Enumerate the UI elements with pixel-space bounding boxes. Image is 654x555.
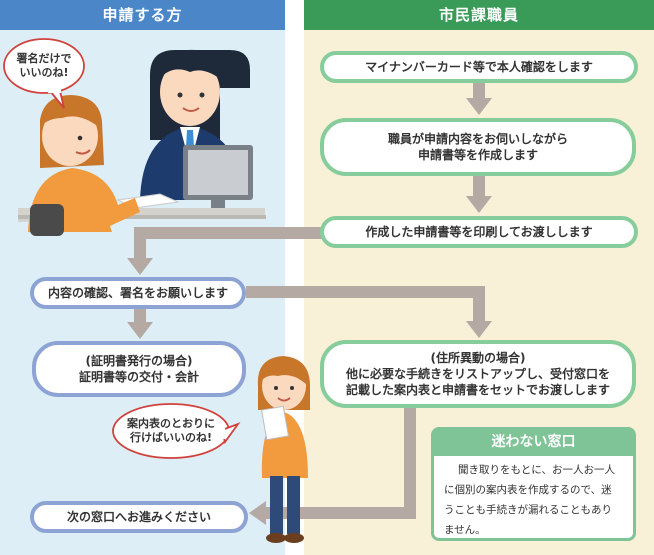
arrow-identity-to-form — [473, 82, 485, 98]
guide-paper — [260, 405, 290, 441]
speech-bubble-sign-only-text: 署名だけで いいのね! — [16, 52, 72, 80]
arrow-form-to-print — [473, 176, 485, 196]
info-card-title: 迷わない窓口 — [434, 430, 633, 456]
arrow-print-to-confirm — [134, 227, 322, 239]
applicant-column-header: 申請する方 — [0, 0, 285, 30]
chair — [30, 204, 64, 236]
step-create-form: 職員が申請内容をお伺いしながら 申請書等を作成します — [320, 118, 636, 176]
arrow-confirm-to-move — [246, 286, 479, 298]
flow-arrows — [127, 82, 492, 525]
speech-bubble-follow-guide-text: 案内表のとおりに 行けばいいのね! — [127, 417, 215, 445]
staff-column-header: 市民課職員 — [304, 0, 654, 30]
desk-scene-illustration — [18, 49, 266, 236]
step-next-window: 次の窓口へお進みください — [30, 501, 248, 533]
applicant-face — [42, 106, 98, 166]
step-certificate-case: (証明書発行の場合) 証明書等の交付・会計 — [32, 341, 246, 397]
arrow-move-to-next — [404, 402, 416, 519]
standing-applicant-illustration — [257, 356, 310, 543]
step-move-case: (住所異動の場合) 他に必要な手続きをリストアップし、受付窓口を 記載した案内表… — [320, 340, 636, 408]
staff-face — [160, 58, 220, 126]
step-print-hand: 作成した申請書等を印刷してお渡しします — [320, 216, 638, 248]
info-card-body: 聞き取りをもとに、お一人お一人 に個別の案内表を作成するので、迷 うことも手続き… — [444, 464, 615, 536]
step-confirm-sign: 内容の確認、署名をお願いします — [30, 277, 246, 309]
speech-bubble-sign-only — [3, 38, 85, 109]
info-card: 迷わない窓口 聞き取りをもとに、お一人お一人 に個別の案内表を作成するので、迷 … — [431, 427, 636, 541]
speech-bubble-follow-guide — [112, 403, 241, 459]
step-identity-check: マイナンバーカード等で本人確認をします — [320, 51, 638, 83]
